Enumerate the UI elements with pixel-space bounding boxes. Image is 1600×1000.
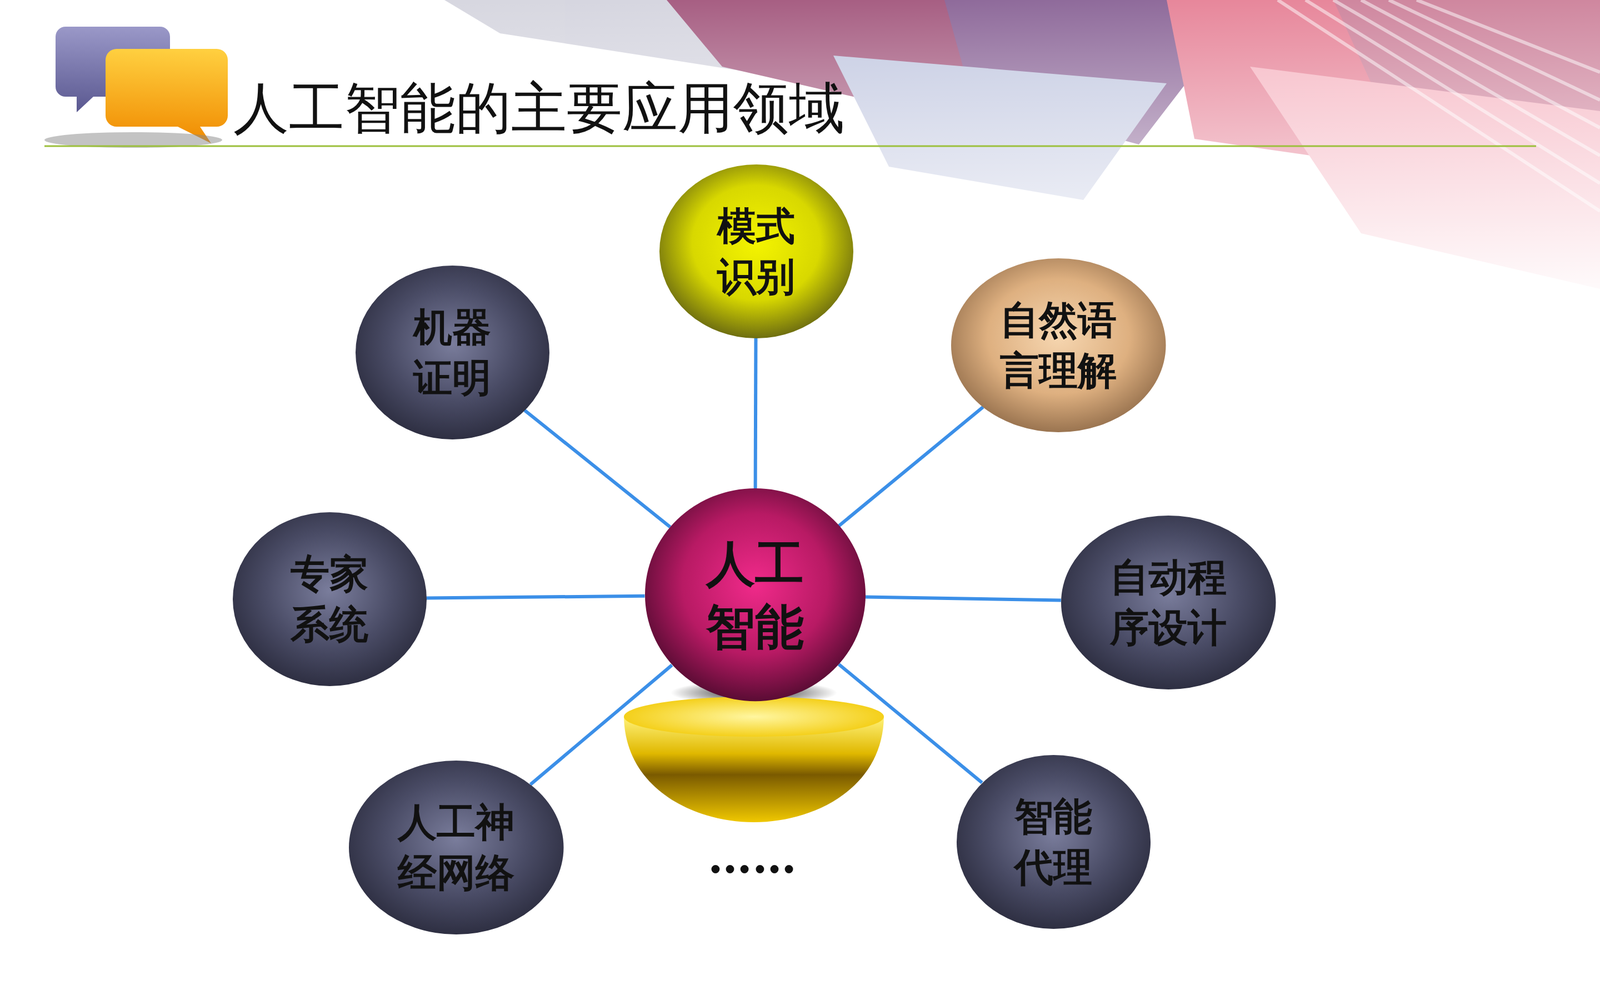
connector-line [524,410,670,527]
node-text-group: 自动程序设计 [1104,551,1233,653]
ellipse-shape [232,512,427,687]
node-text-group: 机器证明 [407,301,498,403]
slide-title: 人工智能的主要应用领域 [233,77,845,139]
node-text-group: 专家系统 [285,548,375,650]
node-label: 自然语言理解 [994,294,1123,396]
node-label: 自动程序设计 [1104,551,1233,653]
ellipse-node: 机器证明 [355,265,550,440]
ellipse-shape [645,488,866,702]
ellipsis-label: …… [707,835,797,880]
connector-line [753,337,758,489]
ellipse-node: 人工智能 [645,488,866,702]
ellipse-shape [348,760,564,935]
node-label: 机器证明 [407,301,498,403]
node-text-group: 人工神经网络 [392,796,521,898]
connector-line [838,664,983,783]
ellipse-shape [355,265,550,440]
node-text-group: 人工智能 [698,531,812,659]
node-label: 智能代理 [1008,791,1099,893]
node-label: 人工智能 [698,531,812,659]
node-text-group: 智能代理 [1008,791,1099,893]
ellipse-node: 自然语言理解 [951,258,1167,433]
node-label: 人工神经网络 [392,796,521,898]
ellipse-node: 智能代理 [956,755,1151,929]
node-text-group: 模式识别 [711,200,802,302]
ellipse-shape [659,164,854,339]
ellipse-shape [951,258,1167,433]
connector-line [838,407,984,527]
node-label: 专家系统 [285,548,375,650]
ellipse-node: 专家系统 [232,512,427,687]
connector-line [530,665,673,785]
ellipse-shape [1061,515,1277,690]
ellipse-node: 人工神经网络 [348,760,564,935]
ellipse-shape [956,755,1151,929]
connector-line [865,596,1061,600]
ellipse-node: 自动程序设计 [1061,515,1277,690]
node-label: 模式识别 [711,200,802,302]
node-text-group: 自然语言理解 [994,294,1123,396]
ellipse-node: 模式识别 [659,164,854,339]
connector-line [426,596,645,599]
